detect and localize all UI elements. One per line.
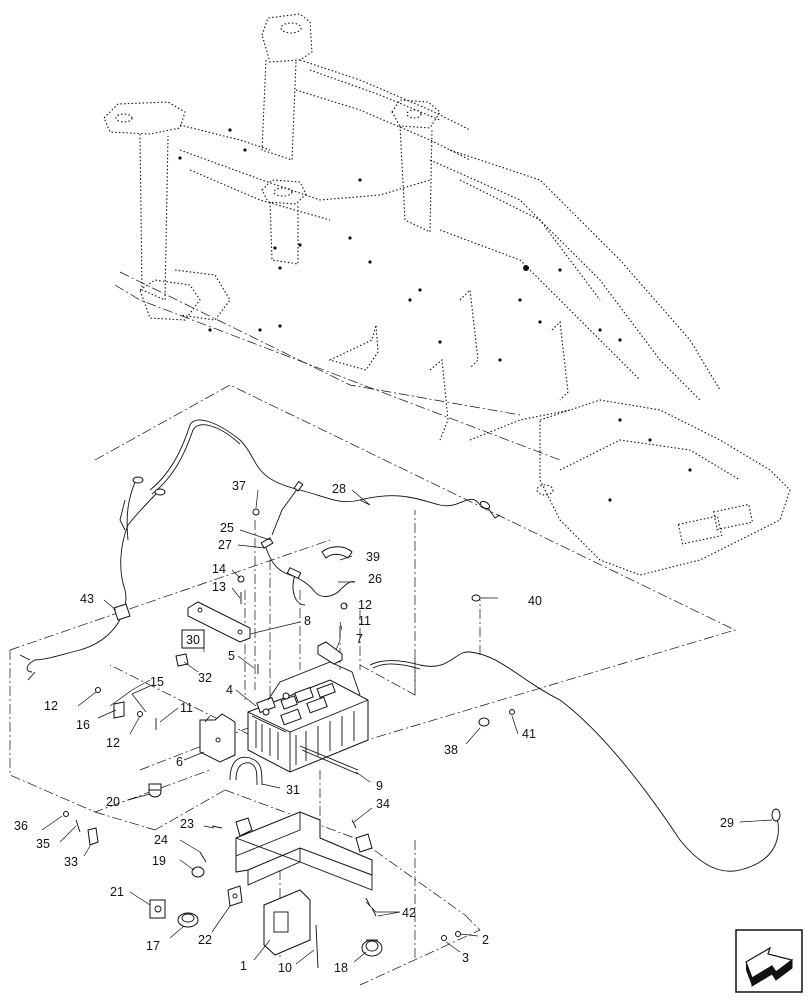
callout-12: 12 <box>358 598 372 612</box>
callout-39: 39 <box>366 550 380 564</box>
callout-9: 9 <box>376 779 383 793</box>
callout-38: 38 <box>444 743 458 757</box>
callout-2: 2 <box>482 933 489 947</box>
positive-cable-26-27 <box>260 480 356 606</box>
switch-18 <box>361 939 383 957</box>
harness-cable-43 <box>19 476 166 681</box>
ground-cable-29 <box>369 651 781 872</box>
callout-1: 1 <box>240 959 247 973</box>
harness-cable-28 <box>149 419 501 519</box>
connector-19 <box>191 866 205 878</box>
rod-10 <box>315 924 319 969</box>
callout-26: 26 <box>368 572 382 586</box>
callout-28: 28 <box>332 482 346 496</box>
chassis-frame <box>103 13 791 576</box>
bolt-40 <box>471 594 481 602</box>
callout-12: 12 <box>44 699 58 713</box>
callout-37: 37 <box>232 479 246 493</box>
callout-22: 22 <box>198 933 212 947</box>
callout-7: 7 <box>356 632 363 646</box>
callout-42: 42 <box>402 906 416 920</box>
plate-22 <box>227 885 243 907</box>
cable-31 <box>229 756 263 786</box>
hold-down-bar-8 <box>187 601 251 643</box>
clip-32 <box>175 653 189 667</box>
callout-10: 10 <box>278 961 292 975</box>
connector-20 <box>148 783 162 798</box>
callout-14: 14 <box>212 562 226 576</box>
callout-43: 43 <box>80 592 94 606</box>
callout-23: 23 <box>180 817 194 831</box>
callout-36: 36 <box>14 819 28 833</box>
next-page-arrow-icon[interactable] <box>735 929 803 993</box>
callout-15: 15 <box>150 675 164 689</box>
callout-27: 27 <box>218 538 232 552</box>
callout-labels: 37 28 25 27 39 14 26 13 43 12 8 11 7 30 … <box>14 479 734 975</box>
callout-35: 35 <box>36 837 50 851</box>
battery <box>247 679 369 773</box>
rod-9 <box>299 745 359 775</box>
clip-16 <box>113 701 125 719</box>
terminal-38 <box>478 717 490 727</box>
callout-21: 21 <box>110 885 124 899</box>
callout-31: 31 <box>286 783 300 797</box>
phantom-lines <box>9 271 736 986</box>
switch-17 <box>177 912 199 928</box>
bracket-6 <box>199 713 236 763</box>
callout-11: 11 <box>358 614 371 628</box>
clip-33 <box>87 827 99 846</box>
callout-13: 13 <box>212 580 226 594</box>
callout-41: 41 <box>522 727 536 741</box>
small-hardware <box>63 508 515 941</box>
callout-40: 40 <box>528 594 542 608</box>
callout-5: 5 <box>228 649 235 663</box>
callout-24: 24 <box>154 833 168 847</box>
callout-29: 29 <box>720 816 734 830</box>
callout-8: 8 <box>304 614 311 628</box>
clip-43 <box>113 603 131 621</box>
callout-18: 18 <box>334 961 348 975</box>
callout-12: 12 <box>106 736 120 750</box>
leader-lines <box>41 489 773 965</box>
callout-11: 11 <box>180 701 193 715</box>
callout-6: 6 <box>176 755 183 769</box>
callout-17: 17 <box>146 939 160 953</box>
callout-33: 33 <box>64 855 78 869</box>
callout-25: 25 <box>220 521 234 535</box>
callout-30: 30 <box>186 633 200 647</box>
callout-3: 3 <box>462 951 469 965</box>
callout-30-box <box>181 629 205 649</box>
callout-4: 4 <box>226 683 233 697</box>
callout-32: 32 <box>198 671 212 685</box>
callout-20: 20 <box>106 795 120 809</box>
callout-19: 19 <box>152 854 166 868</box>
callout-34: 34 <box>376 797 390 811</box>
plate-21 <box>149 899 166 919</box>
cover-39 <box>321 546 353 559</box>
battery-tray <box>235 811 373 956</box>
strap-7 <box>317 641 343 665</box>
callout-16: 16 <box>76 718 90 732</box>
